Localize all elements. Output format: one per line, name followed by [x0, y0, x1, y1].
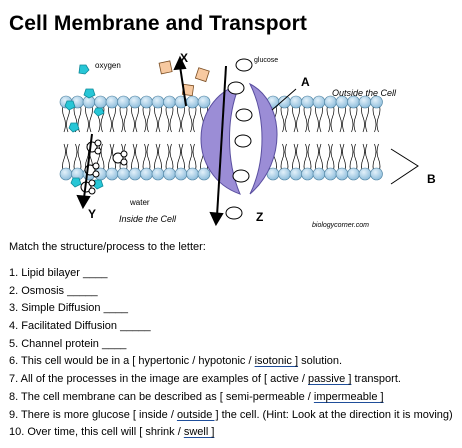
- selected-answer[interactable]: isotonic ]: [254, 355, 299, 368]
- phospholipid-head: [105, 95, 119, 109]
- phospholipid-head: [335, 167, 349, 181]
- glucose-label: glucose: [254, 57, 278, 64]
- bracket-b: [390, 148, 419, 185]
- phospholipid-head: [197, 95, 211, 109]
- phospholipid-head: [128, 167, 142, 181]
- question-10: 10. Over time, this cell will [ shrink /…: [9, 426, 215, 439]
- answer-blank[interactable]: ____: [101, 337, 127, 350]
- selected-answer[interactable]: outside ]: [176, 408, 219, 421]
- label-a: A: [301, 75, 310, 89]
- phospholipid-head: [94, 95, 107, 109]
- answer-blank[interactable]: ____: [83, 267, 108, 279]
- phospholipid-head: [370, 95, 383, 109]
- question-2: 2. Osmosis _____: [9, 284, 98, 297]
- phospholipid-head: [358, 167, 372, 181]
- label-b: B: [427, 172, 436, 186]
- phospholipid-head: [312, 167, 326, 181]
- phospholipid-head: [278, 167, 291, 181]
- phospholipid-head: [370, 167, 383, 181]
- label-y: Y: [88, 207, 96, 221]
- page-title: Cell Membrane and Transport: [9, 12, 307, 35]
- question-5: 5. Channel protein ____: [9, 337, 127, 350]
- phospholipid-head: [289, 167, 303, 181]
- phospholipid-head: [347, 167, 360, 181]
- answer-blank[interactable]: _____: [120, 320, 151, 333]
- instructions: Match the structure/process to the lette…: [9, 241, 206, 253]
- phospholipid-head: [105, 167, 119, 181]
- question-3: 3. Simple Diffusion ____: [9, 302, 129, 315]
- phospholipid-head: [59, 167, 73, 181]
- phospholipid-head: [289, 95, 303, 109]
- inside-cell-label: Inside the Cell: [119, 214, 177, 224]
- credit-label: biologycorner.com: [312, 222, 369, 229]
- answer-blank[interactable]: _____: [67, 284, 98, 297]
- phospholipid-head: [186, 167, 199, 181]
- phospholipid-head: [151, 95, 165, 109]
- outside-cell-label: Outside the Cell: [332, 88, 397, 98]
- oxygen-label: oxygen: [95, 61, 121, 70]
- channel-protein-right: [248, 82, 278, 195]
- phospholipid-head: [140, 95, 153, 109]
- selected-answer[interactable]: impermeable ]: [313, 390, 384, 403]
- phospholipid-head: [163, 167, 176, 181]
- answer-blank[interactable]: ____: [103, 302, 129, 315]
- label-x: X: [180, 51, 188, 65]
- phospholipid-head: [197, 167, 211, 181]
- selected-answer[interactable]: passive ]: [308, 373, 352, 386]
- question-7: 7. All of the processes in the image are…: [9, 373, 401, 386]
- solute-squares: [158, 60, 210, 97]
- phospholipid-head: [174, 167, 188, 181]
- question-9: 9. There is more glucose [ inside / outs…: [9, 408, 453, 421]
- phospholipid-head: [186, 95, 199, 109]
- glucose-molecules: [225, 58, 253, 220]
- cell-membrane-diagram: oxygen glucose water X Y Z A B Outside t…: [59, 51, 436, 229]
- label-z: Z: [256, 210, 263, 224]
- phospholipid-head: [324, 167, 337, 181]
- question-4: 4. Facilitated Diffusion _____: [9, 320, 151, 333]
- transport-arrows: [76, 55, 297, 227]
- phospholipid-head: [163, 95, 176, 109]
- question-1: 1. Lipid bilayer ____: [9, 267, 108, 279]
- phospholipid-head: [301, 95, 314, 109]
- phospholipid-head: [278, 95, 291, 109]
- phospholipid-head: [117, 167, 130, 181]
- question-8: 8. The cell membrane can be described as…: [9, 390, 384, 403]
- phospholipid-head: [140, 167, 153, 181]
- question-6: 6. This cell would be in a [ hypertonic …: [9, 355, 343, 368]
- channel-protein: [200, 83, 241, 195]
- water-label: water: [129, 198, 150, 207]
- phospholipid-head: [128, 95, 142, 109]
- phospholipid-head: [301, 167, 314, 181]
- question-list: 1. Lipid bilayer ____ 2. Osmosis _____ 3…: [9, 265, 453, 442]
- phospholipid-head: [151, 167, 165, 181]
- selected-answer[interactable]: swell ]: [183, 426, 215, 439]
- lipid-heads: [59, 95, 383, 181]
- phospholipid-head: [117, 95, 130, 109]
- phospholipid-head: [312, 95, 326, 109]
